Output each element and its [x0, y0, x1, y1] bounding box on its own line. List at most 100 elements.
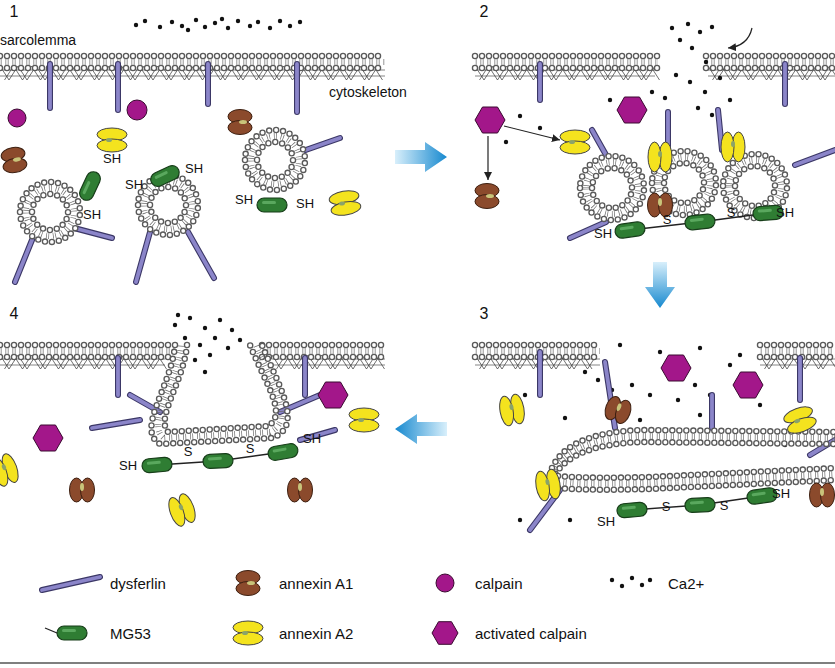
lipid-bilayer	[760, 345, 835, 357]
annexin-a1-core	[13, 157, 22, 162]
annexin-a1	[228, 110, 252, 135]
dysferlin-rod	[710, 395, 714, 428]
dysferlin	[15, 240, 32, 282]
frame-line	[0, 662, 835, 664]
annexin-a2	[328, 189, 362, 218]
dysferlin-outline	[294, 64, 300, 112]
bond-label: SH	[296, 197, 314, 210]
annexin-a2-core	[178, 504, 184, 511]
annexin-a1-core	[486, 194, 494, 198]
bond-label: SH	[235, 193, 253, 206]
calcium-ion	[268, 26, 272, 30]
activated-calpain	[318, 382, 348, 408]
mg53	[77, 169, 102, 202]
mg53	[267, 443, 299, 462]
annexin-a2-lobe	[97, 139, 127, 152]
annexin-a2-core	[358, 418, 364, 422]
vesicle	[580, 156, 644, 220]
callout-number: 2	[480, 4, 489, 20]
calcium-ions	[504, 22, 732, 144]
dysferlin	[188, 232, 214, 278]
legend-text: dysferlin	[110, 576, 166, 591]
dysferlin-rod	[783, 64, 787, 104]
mg53-shine	[690, 501, 704, 505]
mg53	[148, 163, 181, 188]
dysferlin-rod	[188, 232, 214, 278]
lipid-heads	[20, 182, 80, 242]
calcium-ion	[698, 413, 702, 417]
lipid-heads	[0, 54, 385, 58]
lipid-tails	[251, 136, 299, 184]
step-arrow	[395, 414, 447, 444]
mg53	[616, 502, 647, 519]
annexin-a1-core	[658, 198, 662, 206]
dysferlin-rod	[116, 64, 120, 110]
activated-calpain	[617, 97, 647, 123]
annexin-a1-core	[239, 120, 247, 124]
lipid-tails	[586, 162, 638, 214]
annexin-a2-lobe	[166, 496, 188, 529]
bond-label: SH	[125, 178, 143, 191]
calcium-ion	[678, 38, 682, 42]
calcium-ion	[186, 28, 190, 32]
actin-filament	[0, 365, 165, 366]
dysferlin	[305, 358, 306, 395]
calcium-ion	[650, 90, 654, 94]
lipid-heads	[552, 442, 835, 480]
annexin-a1-lobe	[236, 582, 260, 596]
dysferlin-rod	[42, 577, 100, 590]
bond-label: SH	[303, 432, 321, 445]
calcium-ion	[583, 370, 587, 374]
calcium-ion	[180, 24, 184, 28]
annexin-a2-lobe	[330, 199, 362, 217]
calcium-ion	[640, 583, 644, 587]
lipid-heads	[558, 480, 835, 490]
calcium-ion	[696, 106, 700, 110]
dysferlin-outline	[537, 64, 543, 100]
annexin-a2	[0, 452, 21, 488]
lipid-tails	[144, 181, 192, 229]
lipid-bilayer	[552, 430, 835, 480]
bond-label: S	[727, 206, 736, 219]
lipid-tails	[760, 348, 835, 354]
calcium-ion	[704, 60, 708, 64]
annexin-a2-core	[545, 479, 550, 486]
dysferlin-rod	[538, 64, 542, 100]
dysferlin-outline	[795, 150, 835, 165]
mg53	[141, 457, 172, 474]
annexin-a2	[560, 130, 590, 154]
dysferlin-outline	[537, 352, 543, 395]
bond-label: SH	[185, 162, 203, 175]
lipid-heads	[580, 156, 644, 220]
calcium-ion	[218, 318, 222, 322]
calcium-ion	[690, 46, 694, 50]
lipid-heads	[0, 65, 385, 72]
mg53-body	[77, 169, 102, 202]
mg53-chain	[57, 626, 87, 640]
dysferlin-outline	[47, 64, 53, 108]
annexin-a1-core	[616, 403, 622, 412]
dysferlin	[136, 232, 150, 282]
calcium-ion	[738, 353, 742, 357]
lipid-heads	[580, 156, 644, 220]
annexin-a2-core	[1, 464, 7, 471]
step-arrow	[395, 142, 447, 172]
bond-label: SH	[776, 206, 794, 219]
lipid-heads	[475, 343, 600, 347]
lipid-heads	[0, 66, 385, 70]
lipid-tails	[0, 348, 175, 354]
calcium-ion	[693, 383, 697, 387]
lipid-heads	[138, 175, 198, 235]
callout-number: 1	[10, 4, 19, 20]
legend-text: annexin A1	[279, 576, 353, 591]
annexin-a1	[288, 478, 313, 502]
lipid-bilayer	[558, 468, 835, 490]
mg53-shine	[208, 457, 222, 461]
dysferlin	[74, 228, 112, 238]
actin-filament	[708, 76, 835, 77]
annexin-a2	[97, 128, 127, 152]
lipid-heads	[475, 66, 658, 70]
lipid-heads	[475, 65, 658, 72]
lipid-heads	[165, 345, 276, 432]
annexin-a2-core	[106, 138, 112, 142]
